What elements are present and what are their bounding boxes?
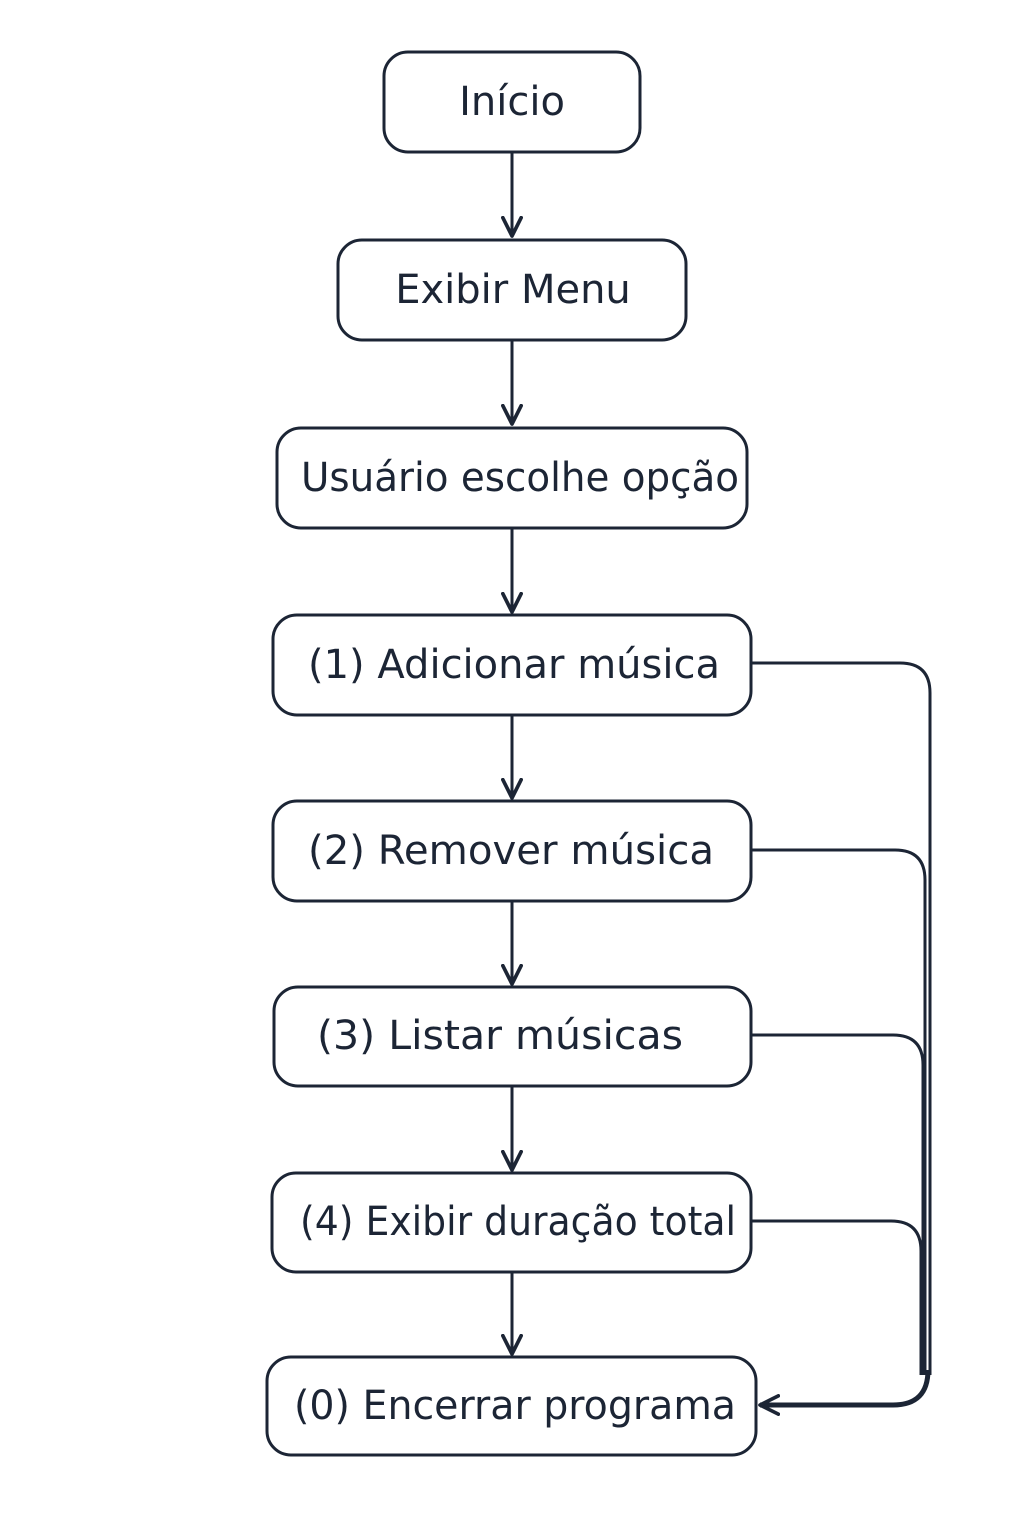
node-duracao-label: (4) Exibir duração total — [300, 1199, 736, 1245]
node-usuario-escolhe-label: Usuário escolhe opção — [301, 455, 739, 501]
node-encerrar-label: (0) Encerrar programa — [294, 1383, 736, 1429]
node-remover: (2) Remover música — [271, 799, 753, 903]
node-usuario-escolhe: Usuário escolhe opção — [275, 426, 749, 530]
exit-connectors — [751, 661, 932, 1416]
node-listar: (3) Listar músicas — [272, 985, 753, 1088]
node-exibir-menu-box — [336, 238, 688, 342]
connector-remover-to-encerrar — [751, 848, 927, 1375]
node-exibir-menu-label: Exibir Menu — [395, 267, 631, 313]
node-usuario-escolhe-box — [275, 426, 749, 530]
node-exibir-menu: Exibir Menu — [336, 238, 688, 342]
arrow-into-encerrar — [758, 1369, 931, 1416]
node-remover-label: (2) Remover música — [308, 828, 714, 874]
node-listar-box — [272, 985, 753, 1088]
node-inicio: Início — [382, 50, 642, 154]
node-inicio-box — [382, 50, 642, 154]
connector-listar-to-encerrar — [751, 1033, 925, 1375]
node-remover-box — [271, 799, 753, 903]
node-duracao-box — [270, 1171, 753, 1274]
connector-duracao-to-encerrar — [751, 1219, 923, 1375]
connector-adicionar-to-encerrar — [751, 661, 932, 1375]
node-inicio-label: Início — [459, 79, 565, 125]
node-encerrar: (0) Encerrar programa — [265, 1355, 758, 1457]
node-adicionar: (1) Adicionar música — [271, 613, 753, 717]
node-adicionar-box — [271, 613, 753, 717]
node-listar-label: (3) Listar músicas — [317, 1013, 683, 1059]
node-duracao: (4) Exibir duração total — [270, 1171, 753, 1274]
node-adicionar-label: (1) Adicionar música — [308, 642, 720, 688]
node-encerrar-box — [265, 1355, 758, 1457]
